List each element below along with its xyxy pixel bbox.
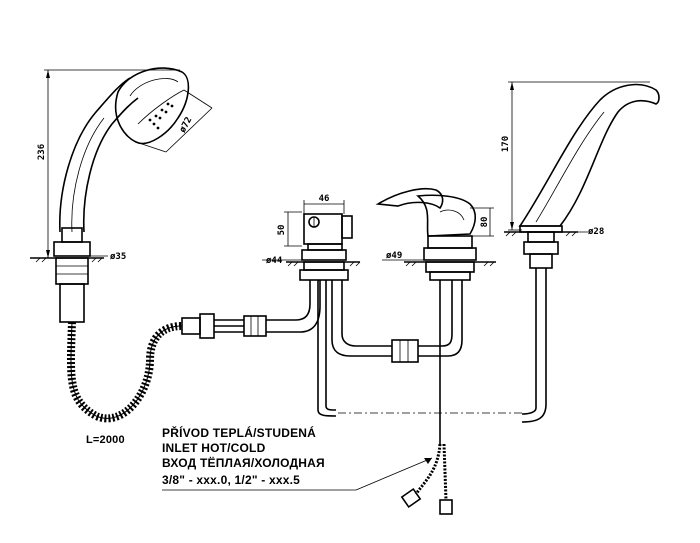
hose-length-label: L=2000 xyxy=(86,434,125,446)
valve-height-label: 50 xyxy=(277,225,287,236)
inlet-note-line-4: 3/8" - xxx.0, 1/2" - xxx.5 xyxy=(162,473,300,487)
valve-base-diameter-label: ø44 xyxy=(266,256,283,266)
mixer: 80 ø49 xyxy=(375,188,496,515)
spout-height-label: 170 xyxy=(501,136,511,152)
inlet-note-line-1: PŘÍVOD TEPLÁ/STUDENÁ xyxy=(162,425,316,440)
handshower: 236 ø72 ø35 xyxy=(30,67,213,323)
spout-base-diameter-label: ø28 xyxy=(588,227,604,237)
valve-width-label: 46 xyxy=(319,194,330,204)
hose: L=2000 xyxy=(66,280,321,446)
spout: 170 ø28 xyxy=(501,81,660,423)
inlet-note: PŘÍVOD TEPLÁ/STUDENÁ INLET HOT/COLD ВХОД… xyxy=(162,425,433,491)
inlet-note-line-3: ВХОД ТЁПЛАЯ/ХОЛОДНАЯ xyxy=(162,455,325,470)
handshower-height-label: 236 xyxy=(37,144,47,160)
mixer-height-label: 80 xyxy=(480,217,490,228)
handshower-base-diameter-label: ø35 xyxy=(110,252,126,262)
handshower-diameter-label: ø72 xyxy=(178,116,194,135)
mixer-base-diameter-label: ø49 xyxy=(386,251,402,261)
diverter-valve: 46 50 ø44 xyxy=(262,194,463,417)
inlet-note-line-2: INLET HOT/COLD xyxy=(162,441,266,455)
